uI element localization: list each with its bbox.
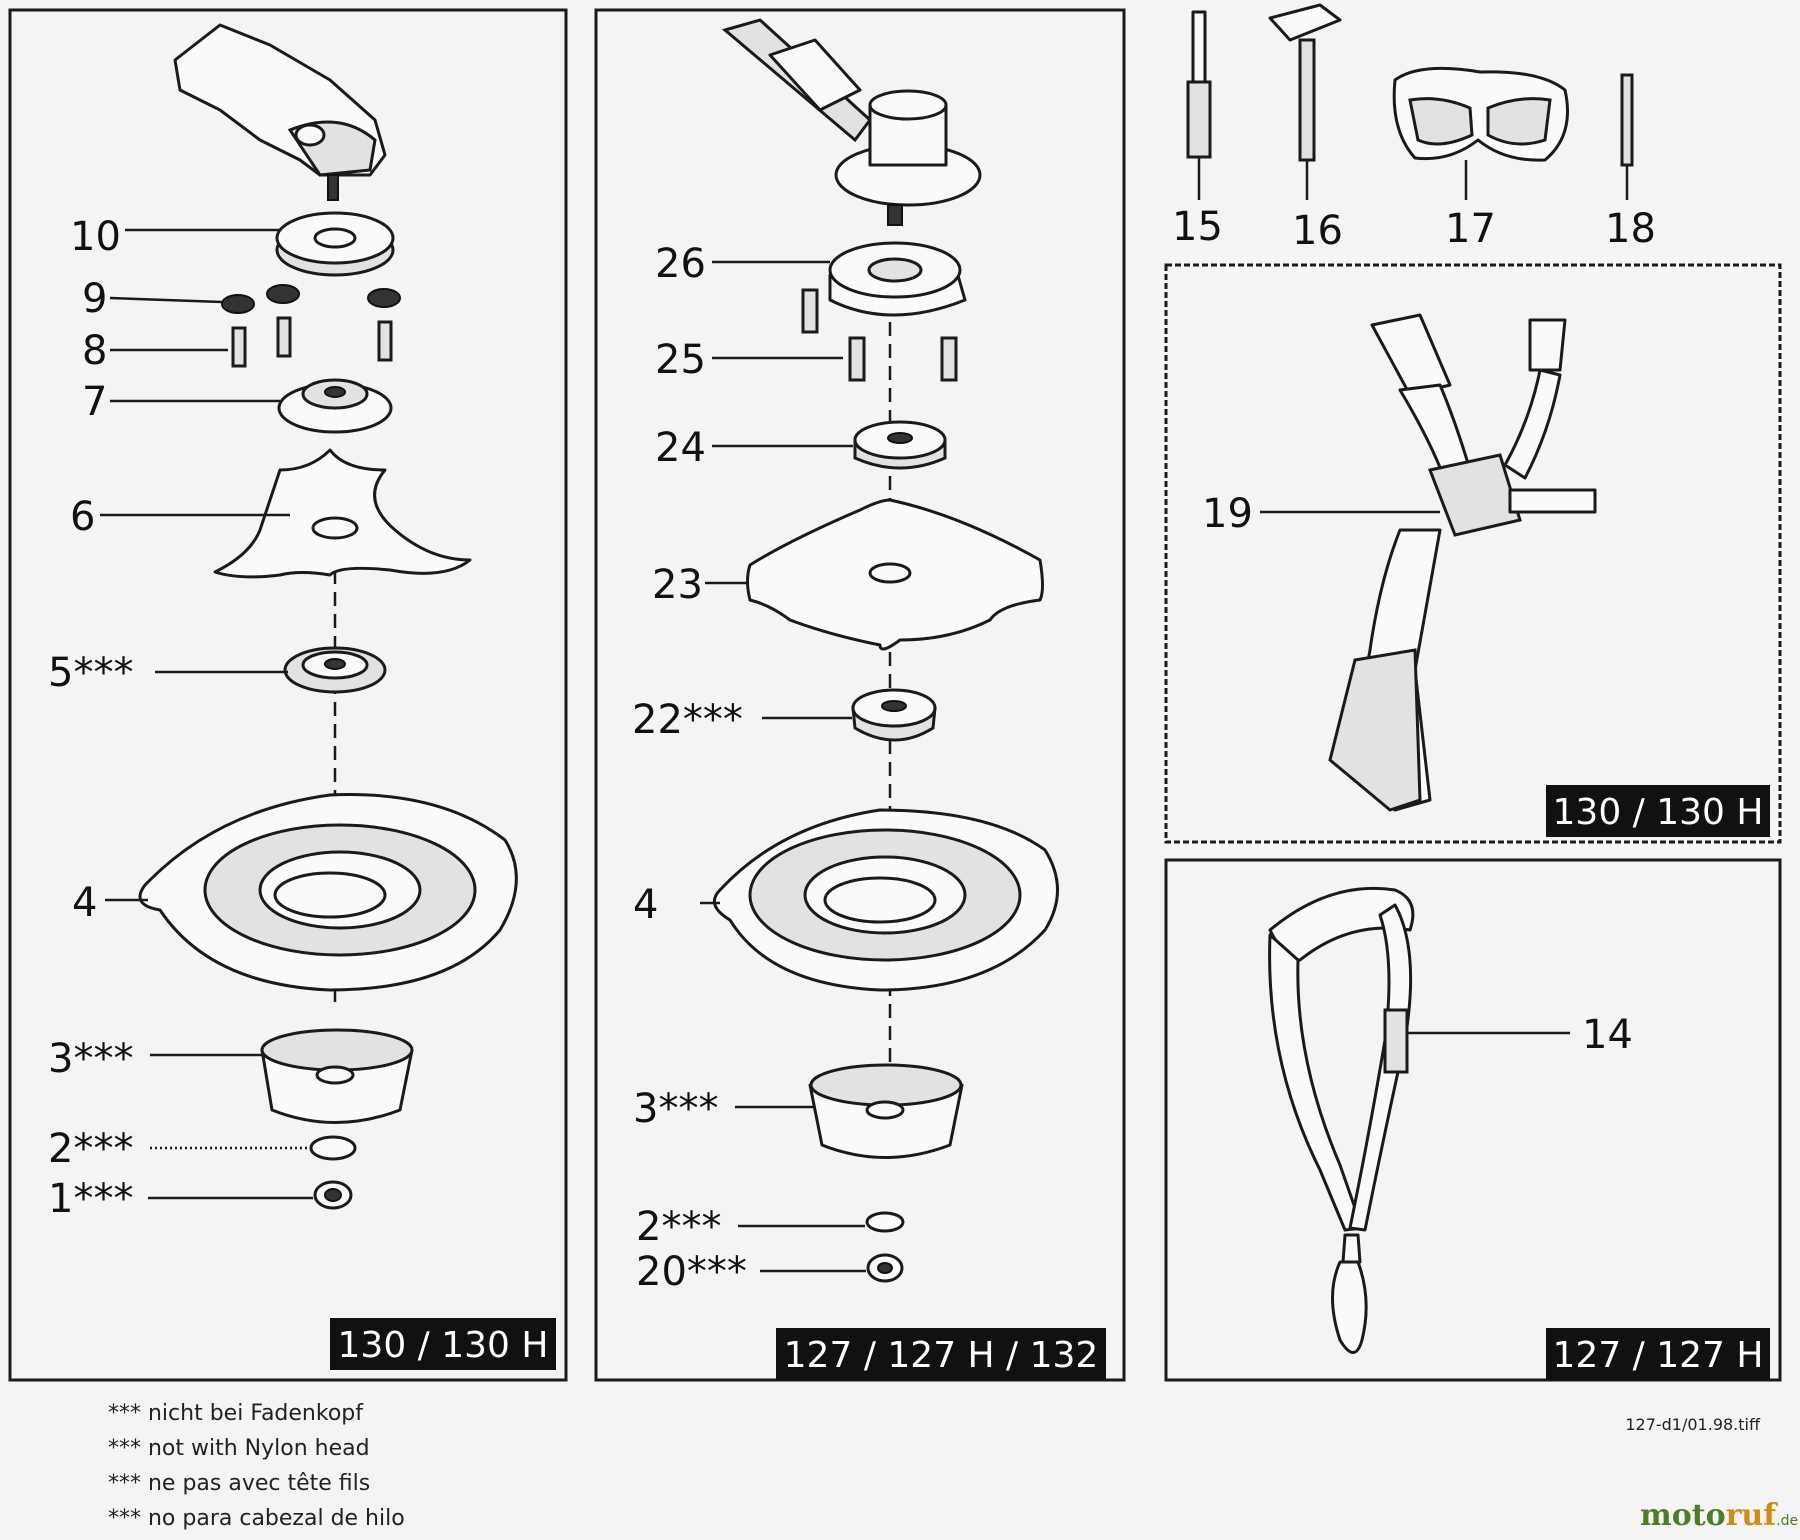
watermark-suffix: .de [1776, 1513, 1798, 1529]
gear-head-icon [173, 23, 387, 201]
left-label-2: 2*** [48, 1126, 133, 1172]
part-4-guard-icon-middle [712, 808, 1059, 992]
footnote-de: *** nicht bei Fadenkopf [108, 1401, 364, 1426]
left-label-1: 1*** [48, 1176, 133, 1222]
part-20-nut-icon [866, 1253, 904, 1283]
panel-strap-frame [1164, 858, 1782, 1382]
left-badge-bg [330, 1318, 556, 1370]
harness-view: 19 130 / 130 H [1202, 313, 1770, 837]
strap-view: 14 127 / 127 H [1268, 886, 1770, 1380]
tool-label-16: 16 [1292, 208, 1343, 254]
middle-label-25: 25 [655, 337, 706, 383]
left-exploded-view: 10 9 8 7 6 5*** 4 3*** 2*** 1*** 130 / 1… [48, 23, 556, 1370]
harness-badge-bg [1546, 785, 1770, 837]
middle-exploded-view: 26 25 24 23 22*** 4 3*** 2*** 20*** 127 … [632, 18, 1106, 1380]
harness-badge: 130 / 130 H [1553, 792, 1764, 833]
part-25-bolts-icon [801, 288, 958, 382]
part-18-pin-icon [1620, 73, 1634, 200]
footnotes: *** nicht bei Fadenkopf *** not with Nyl… [108, 1401, 405, 1531]
part-6-grass-blade-icon [213, 448, 472, 579]
part-8-bolts-icon [231, 316, 393, 368]
left-label-7: 7 [82, 379, 107, 425]
panel-left-frame [8, 8, 568, 1382]
part-1-nut-icon [313, 1180, 353, 1210]
panel-harness-frame [1164, 263, 1782, 844]
part-24-flange-icon [853, 420, 947, 470]
part-14-shoulder-strap-icon [1268, 886, 1415, 1354]
part-3-cup-icon-middle [808, 1063, 964, 1159]
part-4-guard-icon [138, 793, 518, 992]
footnote-fr: *** ne pas avec tête fils [108, 1471, 370, 1496]
footnote-es: *** no para cabezal de hilo [108, 1506, 405, 1531]
part-2-washer-icon [309, 1135, 357, 1161]
left-label-3: 3*** [48, 1036, 133, 1082]
part-9-nuts-icon [221, 284, 401, 314]
part-5-flange-icon [283, 646, 387, 694]
left-badge: 130 / 130 H [338, 1325, 549, 1366]
left-label-10: 10 [70, 214, 121, 260]
strap-badge: 127 / 127 H [1553, 1335, 1764, 1376]
left-label-8: 8 [82, 328, 107, 374]
middle-label-4: 4 [633, 882, 658, 928]
watermark-part2: ruf [1726, 1498, 1779, 1533]
watermark-part1: moto [1640, 1498, 1726, 1533]
middle-label-2: 2*** [636, 1204, 721, 1250]
panel-middle-frame [594, 8, 1126, 1382]
tool-label-18: 18 [1605, 206, 1656, 252]
part-10-thrust-plate-icon [275, 211, 395, 277]
part-2-washer-icon-middle [865, 1211, 905, 1233]
left-label-4: 4 [72, 880, 97, 926]
strap-badge-bg [1546, 1328, 1770, 1380]
part-19-harness-icon [1328, 313, 1597, 812]
harness-label-19: 19 [1202, 491, 1253, 537]
file-code: 127-d1/01.98.tiff [1625, 1415, 1761, 1434]
middle-badge: 127 / 127 H / 132 [784, 1335, 1099, 1376]
footnote-en: *** not with Nylon head [108, 1436, 370, 1461]
middle-label-26: 26 [655, 241, 706, 287]
part-7-flange-icon [277, 378, 393, 434]
part-26-thrust-plate-icon [828, 241, 967, 317]
shaft-head-icon [721, 18, 982, 226]
tools-row: 15 16 17 18 [1172, 3, 1656, 254]
middle-label-3: 3*** [633, 1086, 718, 1132]
part-22-flange-icon [851, 688, 937, 742]
left-label-5: 5*** [48, 650, 133, 696]
left-label-9: 9 [82, 276, 107, 322]
left-label-6: 6 [70, 494, 95, 540]
part-3-cup-icon [260, 1028, 414, 1124]
middle-label-22: 22*** [632, 697, 743, 743]
part-17-goggles-icon [1392, 66, 1569, 200]
tool-label-15: 15 [1172, 204, 1223, 250]
strap-label-14: 14 [1582, 1012, 1633, 1058]
middle-badge-bg [776, 1328, 1106, 1380]
middle-label-20: 20*** [636, 1249, 747, 1295]
part-15-screwdriver-icon [1186, 10, 1212, 200]
watermark-logo: motoruf.de [1640, 1498, 1798, 1533]
part-16-wrench-icon [1268, 3, 1342, 200]
part-23-saw-blade-icon [746, 498, 1044, 651]
tool-label-17: 17 [1445, 206, 1496, 252]
middle-label-24: 24 [655, 425, 706, 471]
middle-label-23: 23 [652, 562, 703, 608]
